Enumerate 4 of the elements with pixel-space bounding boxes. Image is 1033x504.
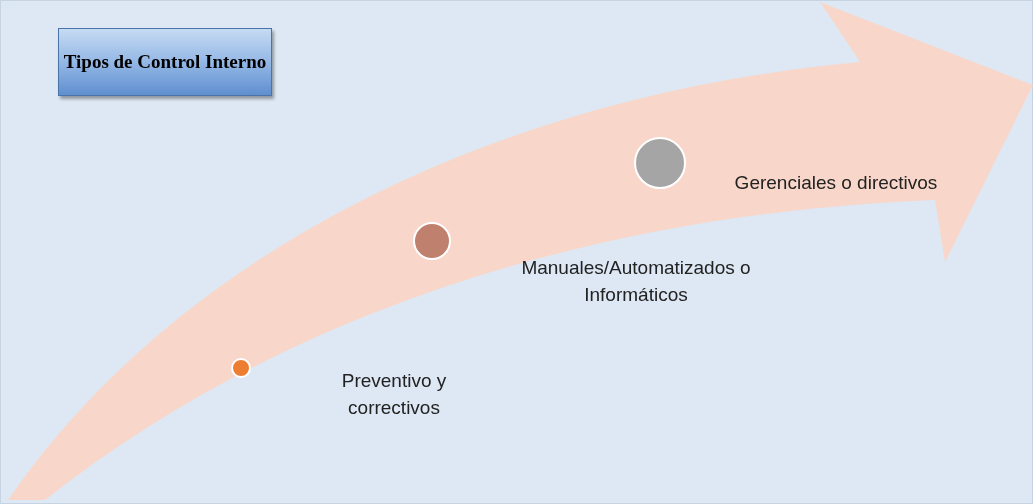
circle-label: Manuales/Automatizados o Informáticos xyxy=(520,256,752,307)
step-label: Preventivo y correctivos xyxy=(340,369,448,420)
title-box: Tipos de Control Interno xyxy=(58,28,272,96)
circle-label: Gerenciales o directivos xyxy=(733,171,939,195)
